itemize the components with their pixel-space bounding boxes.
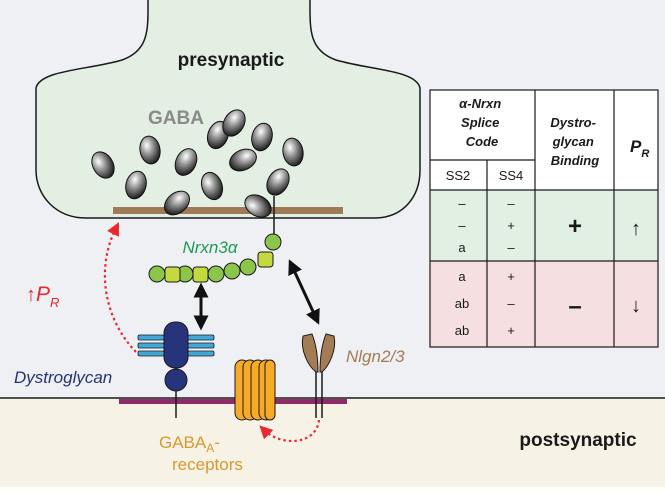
table-cell-ss4: – (507, 240, 515, 255)
gaba-a-receptors-label-line2: receptors (172, 455, 243, 474)
nrxn-domain (264, 233, 282, 251)
nlgn-subunit (301, 333, 319, 373)
vesicle (266, 168, 290, 196)
vesicle (282, 137, 304, 167)
receptor-recruitment-arrow (259, 419, 321, 442)
nrxn-egf-domain (164, 266, 181, 283)
vesicle (163, 190, 191, 216)
nrxn3a-label: Nrxn3α (182, 238, 238, 257)
vesicle (244, 194, 272, 218)
nrxn3a-protein (148, 196, 282, 283)
pr-header: PR (630, 137, 649, 160)
table-cell-ss4: – (507, 296, 515, 311)
dystroglycan-glycan-chains (137, 334, 215, 357)
splice-code-header: α-Nrxn Splice Code (459, 96, 505, 149)
nlgn-subunit (319, 333, 336, 373)
dystroglycan-protein (137, 321, 215, 418)
release-probability-arrow (103, 222, 137, 353)
vesicle (174, 148, 198, 176)
presynaptic-label: presynaptic (178, 50, 285, 71)
gaba-a-receptor (234, 359, 276, 421)
table-cell-ss4: + (507, 323, 515, 338)
table-cell-ss2: a (458, 240, 466, 255)
table-cell-ss2: – (458, 218, 466, 233)
dystroglycan-binding-header: Dystro- glycan Binding (550, 115, 599, 168)
vesicle (200, 171, 224, 201)
nlgn-label: Nlgn2/3 (346, 347, 405, 366)
binding-positive: + (568, 213, 582, 240)
gaba-a-receptors-label-line1: GABAA- (159, 433, 220, 455)
table-cell-ss4: + (507, 269, 515, 284)
vesicle (229, 148, 257, 172)
postsynaptic-region (0, 398, 665, 487)
table-block-bottom (430, 261, 658, 347)
table-block-top (430, 190, 658, 261)
ss2-header: SS2 (446, 168, 471, 183)
postsynaptic-label: postsynaptic (519, 430, 637, 451)
binding-negative: – (568, 293, 581, 320)
table-cell-ss2: ab (455, 296, 469, 311)
splice-code-table: α-Nrxn Splice Code Dystro- glycan Bindin… (429, 89, 659, 348)
vesicle (251, 122, 273, 152)
ss4-header: SS4 (499, 168, 524, 183)
pr-up-icon: ↑ (631, 218, 641, 240)
table-cell-ss2: ab (455, 323, 469, 338)
nrxn-domain (207, 265, 225, 283)
vesicle (222, 109, 246, 137)
table-cell-ss2: a (458, 269, 466, 284)
gaba-vesicles (91, 109, 304, 218)
nrxn-domain (223, 262, 241, 280)
neuroligin-protein (301, 333, 336, 418)
increased-pr-label: ↑PR (26, 283, 59, 310)
neuroligin-binding-arrow (288, 259, 320, 325)
dystroglycan-label: Dystroglycan (14, 368, 112, 387)
vesicle (139, 135, 161, 165)
beta-dystroglycan (164, 368, 188, 392)
nrxn-egf-domain (192, 266, 209, 283)
vesicle (91, 151, 115, 179)
postsynaptic-membrane (119, 399, 347, 404)
nrxn-egf-domain (257, 251, 274, 268)
table-cell-ss4: – (507, 196, 515, 211)
presynaptic-terminal (35, 0, 421, 219)
vesicle (125, 170, 147, 200)
alpha-dystroglycan (163, 321, 189, 369)
nrxn-domain (239, 258, 257, 276)
gaba-label: GABA (148, 108, 204, 129)
table-cell-ss2: – (458, 196, 466, 211)
table-cell-ss4: + (507, 218, 515, 233)
table-grid (429, 89, 659, 348)
pr-down-icon: ↓ (631, 295, 641, 317)
nrxn-domain (148, 265, 166, 283)
active-zone (113, 207, 343, 214)
